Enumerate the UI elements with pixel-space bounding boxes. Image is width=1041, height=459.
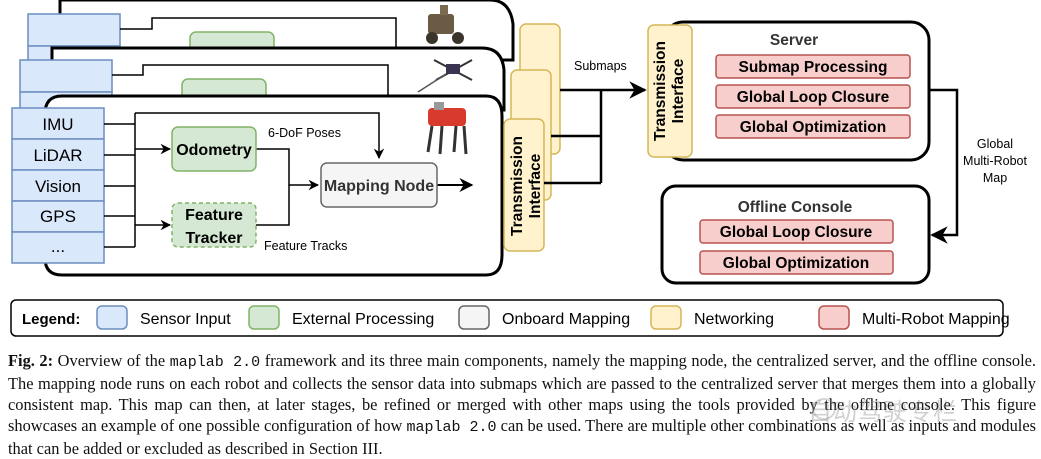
sensor-imu-label: IMU [42, 115, 73, 134]
offline-module-label-0: Global Loop Closure [720, 224, 873, 241]
offline-console-title: Offline Console [738, 199, 853, 216]
transmission-label-1: Transmission [509, 136, 526, 236]
legend-swatch [818, 305, 850, 330]
caption-text-3: can be used. There are multiple other co… [8, 416, 1036, 458]
legged-robot-icon [426, 102, 468, 155]
legend-label: Sensor Input [140, 311, 231, 328]
server-module-label-2: Global Optimization [740, 119, 886, 136]
transmission-label-2: Interface [527, 153, 544, 218]
sensor-bus [104, 112, 474, 248]
sensor-stack-1 [27, 13, 121, 47]
sensor-lidar-label: LiDAR [33, 146, 82, 165]
legend-swatch [248, 305, 280, 330]
drone-icon [417, 59, 473, 93]
caption-text-2: framework and its three main components,… [8, 351, 1036, 435]
legend-label: External Processing [292, 311, 434, 328]
sensor-more [11, 231, 105, 264]
odometry-node [171, 126, 257, 172]
mapping-node-label: Mapping Node [324, 178, 434, 195]
offline-module-label-1: Global Optimization [723, 255, 869, 272]
caption-code-1: maplab 2.0 [169, 354, 261, 371]
offline-module-global-optimization [699, 250, 894, 275]
legend-label: Onboard Mapping [502, 311, 630, 328]
figure-caption: Fig. 2: Overview of the maplab 2.0 frame… [8, 350, 1036, 459]
sensor-gps-label: GPS [40, 207, 76, 226]
sensor-input-stack: IMU LiDAR Vision GPS ... [11, 107, 105, 264]
caption-label: Fig. 2: [8, 351, 54, 370]
edge-label-submaps: Submaps [574, 59, 627, 73]
server-module-global-loop-closure [715, 84, 911, 109]
server-module-label-1: Global Loop Closure [737, 89, 890, 106]
legend-label: Networking [694, 311, 774, 328]
server-module-label-0: Submap Processing [738, 59, 887, 76]
global-map-edge [929, 88, 959, 244]
legend: Legend: Sensor Input External Processing O… [10, 299, 1010, 337]
server-transmission-label-1: Transmission [652, 41, 669, 141]
edge-label-poses: 6-DoF Poses [268, 126, 341, 140]
edge-label-global-3: Map [983, 171, 1007, 185]
legend-swatch [96, 305, 128, 330]
watermark-text: 自动驾驶专栏 [808, 398, 958, 426]
sensor-stack-2 [19, 59, 113, 93]
sensor-lidar [11, 138, 105, 171]
transmission-interface-robot-3 [503, 118, 545, 252]
submap-bus [544, 81, 647, 185]
server-module-global-optimization [715, 114, 911, 139]
mapping-node [320, 162, 438, 208]
feature-tracker-node [171, 202, 257, 248]
legend-swatch [650, 305, 682, 330]
offline-module-global-loop-closure [699, 219, 894, 244]
caption-code-2: maplab 2.0 [406, 419, 497, 436]
sensor-more-label: ... [51, 237, 65, 256]
legend-label: Multi-Robot Mapping [862, 311, 1010, 328]
server-title: Server [770, 32, 818, 49]
edge-label-tracks: Feature Tracks [264, 239, 347, 253]
maplab-architecture-diagram: IMU LiDAR Vision GPS ... Odometry Featur… [10, 0, 1027, 337]
edge-label-global-1: Global [977, 137, 1013, 151]
legend-title: Legend: [22, 311, 80, 328]
sensor-vision-label: Vision [35, 177, 81, 196]
feature-tracker-label-1: Feature [185, 207, 243, 224]
server-transmission-label-2: Interface [670, 58, 687, 123]
edge-label-global-2: Multi-Robot [963, 154, 1027, 168]
odometry-label: Odometry [176, 142, 252, 159]
server-module-submap-processing [715, 54, 911, 79]
legend-swatch [458, 305, 490, 330]
server-transmission-interface [647, 24, 693, 158]
sensor-gps [11, 200, 105, 233]
caption-text-1: Overview of the [53, 351, 170, 370]
wheeled-robot-icon [426, 5, 464, 44]
feature-tracker-label-2: Tracker [186, 230, 243, 247]
watermark-icon [812, 398, 836, 420]
